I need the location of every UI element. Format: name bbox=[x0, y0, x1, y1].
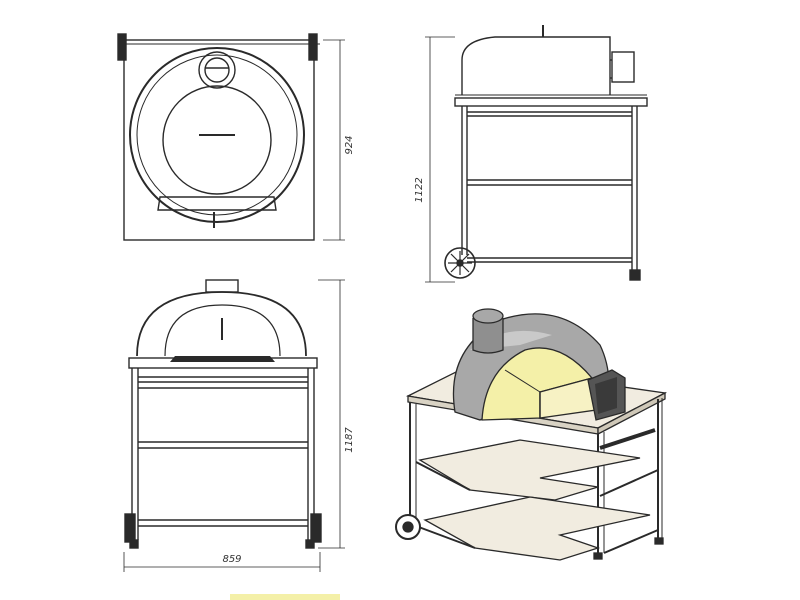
iso-middle-shelf bbox=[418, 439, 641, 501]
side-dome bbox=[461, 36, 611, 95]
front-tabletop bbox=[128, 357, 318, 369]
front-door-arch bbox=[164, 304, 281, 357]
top-view: 924 bbox=[117, 33, 355, 241]
front-view-width-label: 859 bbox=[222, 554, 241, 565]
side-wheel bbox=[444, 247, 476, 279]
side-tabletop bbox=[454, 97, 648, 107]
top-view-depth-label: 924 bbox=[344, 135, 355, 154]
isometric-cutaway-view bbox=[395, 308, 668, 561]
iso-cavity bbox=[481, 347, 594, 421]
side-view: 1122 bbox=[414, 25, 648, 283]
side-chimney bbox=[611, 51, 635, 83]
door-opening bbox=[162, 85, 272, 195]
front-right-wheel bbox=[310, 513, 322, 543]
iso-chimney bbox=[472, 318, 504, 354]
front-view-height-label: 1187 bbox=[344, 427, 355, 453]
iso-handle bbox=[599, 428, 656, 450]
bottom-highlight-strip bbox=[230, 594, 340, 600]
front-left-wheel bbox=[124, 513, 136, 543]
left-handle bbox=[117, 33, 127, 61]
dome-outline bbox=[129, 47, 305, 223]
side-view-height-label: 1122 bbox=[414, 177, 425, 202]
chimney bbox=[198, 51, 236, 89]
right-handle bbox=[308, 33, 318, 61]
side-foot bbox=[629, 269, 641, 281]
iso-lower-shelf bbox=[423, 496, 651, 561]
front-chimney bbox=[205, 279, 239, 293]
front-view: 1187 859 bbox=[123, 279, 355, 572]
front-ledge bbox=[157, 196, 277, 211]
